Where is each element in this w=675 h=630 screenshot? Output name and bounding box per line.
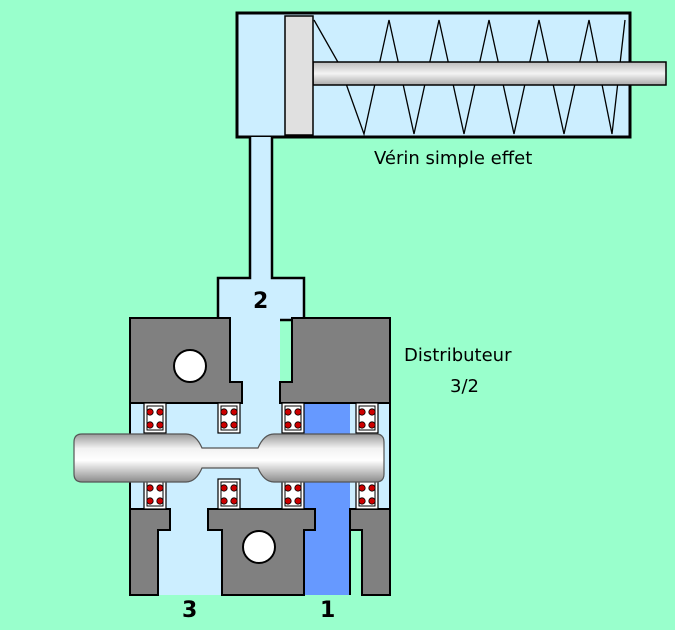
port-3-label: 3 [182, 598, 198, 623]
mounting-hole-bottom [242, 530, 276, 564]
mounting-hole-top [173, 349, 207, 383]
spool [73, 433, 385, 483]
port-1-label: 1 [320, 598, 336, 623]
cylinder-label: Vérin simple effet [374, 148, 533, 169]
cylinder-piston [284, 15, 314, 136]
cylinder-rod [312, 61, 667, 86]
distributor-type-label: 3/2 [450, 376, 479, 397]
distributor [73, 317, 391, 596]
body-bottom-right [349, 508, 391, 596]
distributor-label: Distributeur [404, 345, 512, 366]
body-top-right [279, 317, 391, 404]
pressure-chamber [304, 403, 350, 595]
cylinder [235, 11, 667, 139]
port-2-label: 2 [253, 289, 269, 314]
